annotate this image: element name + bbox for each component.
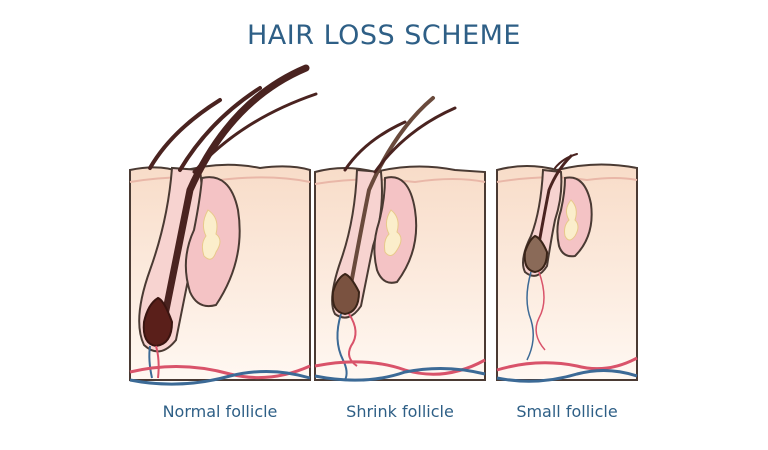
blood-vessel-red — [535, 271, 546, 351]
blood-vessel-blue — [129, 370, 311, 386]
hair-bulb — [523, 234, 549, 274]
hair-bulb — [331, 272, 361, 316]
blood-vessel-blue — [148, 345, 153, 379]
blood-vessel-blue — [336, 313, 348, 381]
sebum — [564, 199, 579, 241]
blood-vessel-blue — [314, 366, 486, 382]
hair-shaft — [345, 96, 435, 308]
caption-normal-follicle: Normal follicle — [162, 402, 278, 421]
hair-shaft — [156, 64, 310, 344]
hair-shaft — [343, 120, 407, 172]
sebum — [384, 209, 402, 256]
blood-vessel-red — [129, 364, 311, 380]
hair-bulb — [142, 296, 174, 348]
hair-shaft — [192, 92, 318, 174]
sebum — [201, 209, 221, 260]
epidermis-line — [496, 176, 638, 183]
blood-vessel-blue — [526, 271, 534, 361]
caption-small-follicle: Small follicle — [516, 402, 618, 421]
hair-shaft — [178, 86, 262, 172]
hair-shaft — [148, 98, 222, 170]
blood-vessel-blue — [496, 369, 638, 383]
hair-shaft — [554, 153, 578, 169]
blood-vessel-red — [155, 345, 160, 379]
caption-shrink-follicle: Shrink follicle — [346, 402, 454, 421]
epidermis-line — [314, 178, 486, 185]
hair-shaft — [373, 106, 457, 174]
small-follicle-illustration — [496, 153, 638, 383]
diagram-title: HAIR LOSS SCHEME — [247, 20, 521, 51]
blood-vessel-red — [496, 356, 638, 372]
normal-follicle-illustration — [129, 64, 318, 386]
shrink-follicle-illustration — [314, 96, 486, 382]
